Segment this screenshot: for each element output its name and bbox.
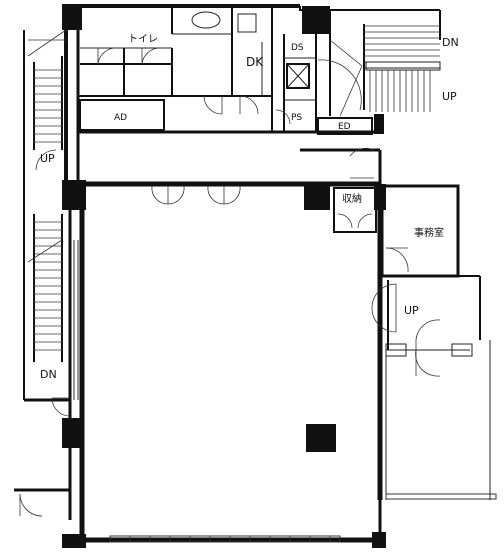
label-ad: AD <box>114 113 127 123</box>
column <box>302 6 330 34</box>
column <box>62 418 84 448</box>
staircase-left <box>19 29 71 517</box>
columns <box>62 4 386 548</box>
toilet-fixture <box>191 11 221 29</box>
label-ds: DS <box>291 43 304 53</box>
label-dk: DK <box>246 55 264 69</box>
staircase-top <box>317 10 441 117</box>
label-up-top: UP <box>442 90 457 103</box>
column <box>374 114 384 134</box>
label-ps: PS <box>291 113 302 123</box>
core-rooms <box>79 6 373 135</box>
storage-room <box>333 187 377 233</box>
column <box>62 534 86 548</box>
window-bottom <box>109 535 341 543</box>
window-right <box>385 493 497 500</box>
sink <box>237 13 257 33</box>
stair-treads <box>364 25 440 57</box>
column <box>372 532 386 548</box>
right-wing <box>349 147 497 500</box>
column <box>306 424 336 452</box>
label-ed: ED <box>338 122 351 132</box>
stair-treads-lower <box>369 70 431 112</box>
ad-shaft <box>79 99 165 131</box>
room-labels: トイレ DK DS PS ED AD DN UP UP DN 収納 事務室 UP <box>40 34 459 381</box>
label-toilet: トイレ <box>128 34 158 45</box>
column <box>62 4 82 30</box>
label-storage: 収納 <box>342 192 362 205</box>
label-dn-top: DN <box>442 36 459 49</box>
ed-room <box>317 117 373 135</box>
column <box>304 184 330 210</box>
label-dn-left: DN <box>40 368 57 381</box>
window-mullions <box>129 536 331 542</box>
elevator-shaft <box>286 63 310 89</box>
stair-treads-left-lower <box>34 221 62 351</box>
office-room <box>380 184 460 278</box>
label-up-left: UP <box>40 152 55 165</box>
stair-treads-left-upper <box>34 69 62 143</box>
column <box>62 180 86 210</box>
label-up-entrance: UP <box>404 304 419 317</box>
main-hall <box>73 185 377 543</box>
label-office: 事務室 <box>414 226 444 239</box>
